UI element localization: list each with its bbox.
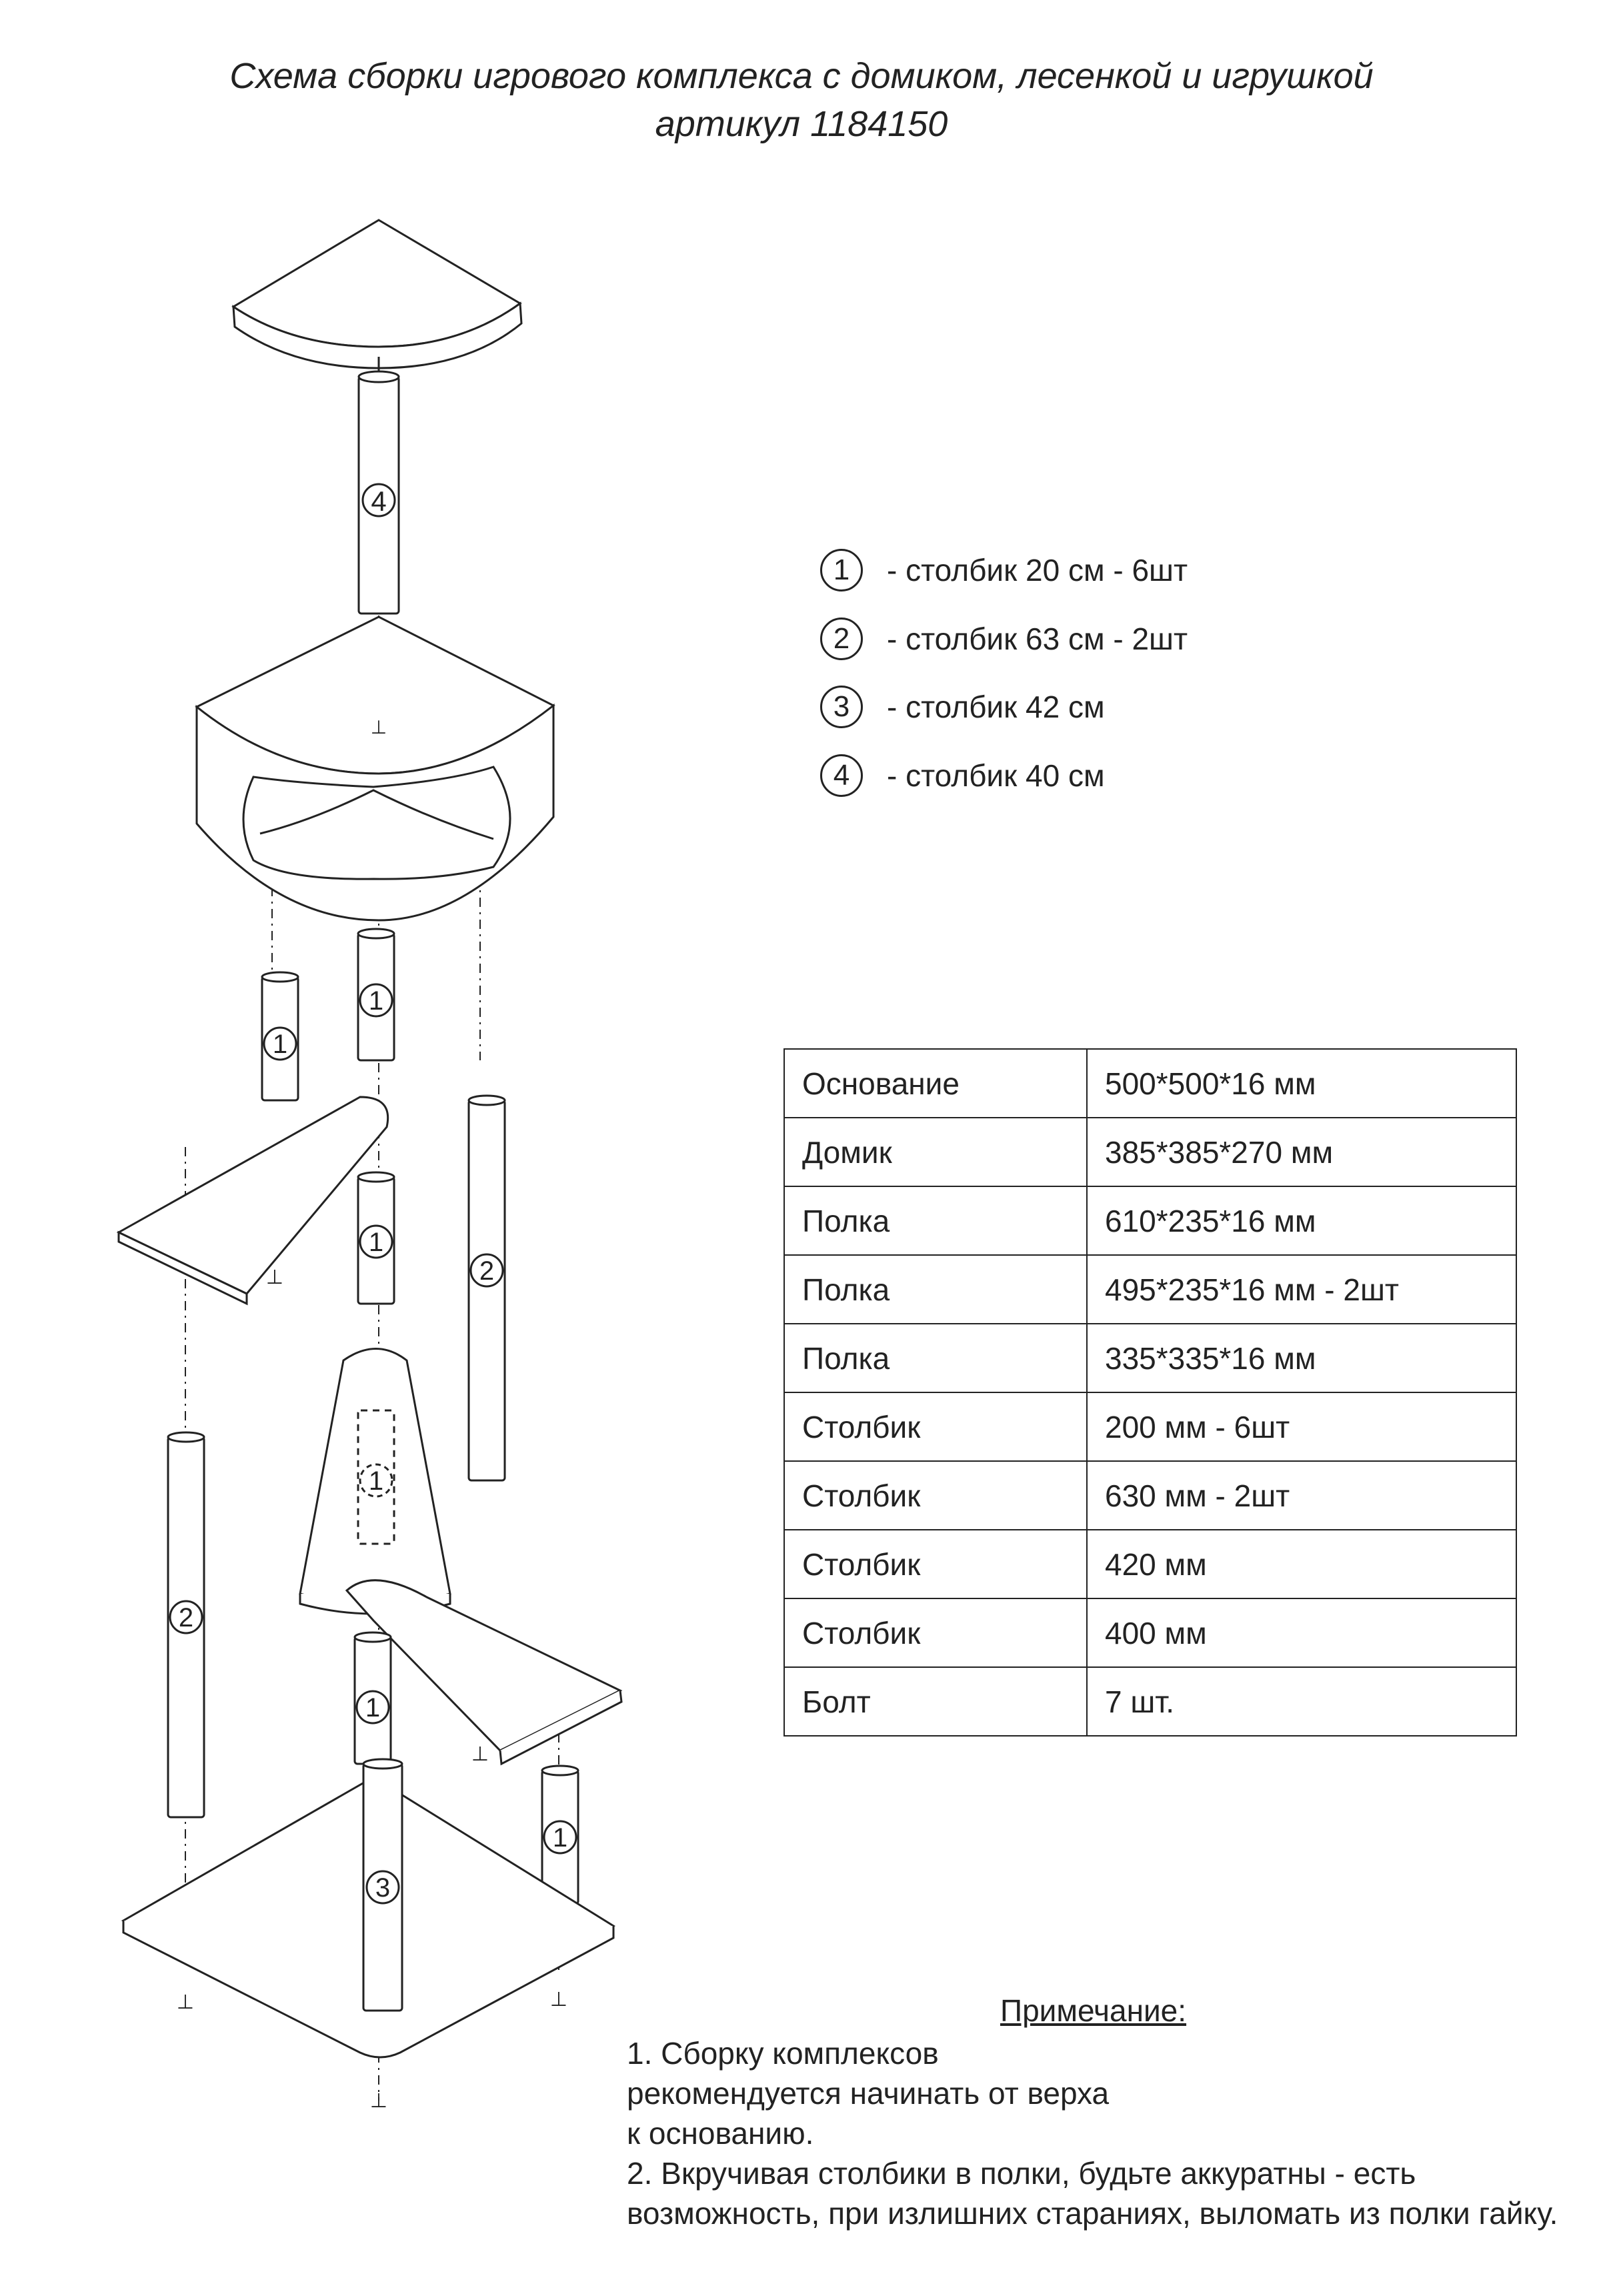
label-1-c: 1 <box>369 1228 383 1257</box>
label-1-dashed: 1 <box>369 1466 383 1496</box>
top-corner-shelf <box>231 219 523 369</box>
part-size: 200 мм - 6шт <box>1086 1392 1517 1462</box>
part-size: 495*235*16 мм - 2шт <box>1086 1254 1517 1324</box>
legend-item-3: 3 - столбик 42 см <box>820 680 1105 734</box>
svg-text:⊥: ⊥ <box>177 1991 194 2013</box>
part-size: 400 мм <box>1086 1598 1517 1668</box>
legend-item-4: 4 - столбик 40 см <box>820 749 1105 802</box>
page-title: Схема сборки игрового комплекса с домико… <box>229 56 1374 96</box>
legend-number: 3 <box>820 686 863 728</box>
note-line: рекомендуется начинать от верха <box>627 2076 1110 2111</box>
part-size: 500*500*16 мм <box>1086 1048 1517 1118</box>
note-line: возможность, при излишних стараниях, выл… <box>627 2196 1558 2231</box>
post-1-dashed <box>357 1409 395 1545</box>
part-name: Домик <box>783 1117 1088 1187</box>
legend-number: 1 <box>820 549 863 592</box>
part-name: Полка <box>783 1254 1088 1324</box>
legend-text: - столбик 42 см <box>887 690 1105 724</box>
label-2-right: 2 <box>479 1256 494 1286</box>
part-name: Болт <box>783 1666 1088 1737</box>
svg-text:⊥: ⊥ <box>550 1989 567 2011</box>
legend-text: - столбик 20 см - 6шт <box>887 553 1188 588</box>
post-2-right <box>467 1094 506 1482</box>
legend-number: 4 <box>820 754 863 797</box>
legend-text: - столбик 40 см <box>887 758 1105 793</box>
label-1-b: 1 <box>369 986 383 1016</box>
part-size: 7 шт. <box>1086 1666 1517 1737</box>
part-name: Столбик <box>783 1460 1088 1530</box>
label-circles <box>169 983 577 1905</box>
article-number: артикул 1184150 <box>655 104 948 144</box>
part-name: Основание <box>783 1048 1088 1118</box>
legend-text: - столбик 63 см - 2шт <box>887 622 1188 656</box>
part-size: 610*235*16 мм <box>1086 1186 1517 1256</box>
part-size: 420 мм <box>1086 1529 1517 1599</box>
shelf-upper-left <box>116 1096 389 1306</box>
label-1-d: 1 <box>365 1693 380 1723</box>
shelf-lower-right <box>345 1579 623 1766</box>
part-name: Полка <box>783 1186 1088 1256</box>
legend-number: 2 <box>820 618 863 660</box>
part-size: 335*335*16 мм <box>1086 1323 1517 1393</box>
label-1-a: 1 <box>273 1030 287 1059</box>
part-name: Столбик <box>783 1392 1088 1462</box>
part-name: Столбик <box>783 1598 1088 1668</box>
part-size: 630 мм - 2шт <box>1086 1460 1517 1530</box>
svg-text:⊥: ⊥ <box>370 2090 387 2112</box>
bolt-symbol: ⊥ <box>371 717 387 738</box>
svg-text:⊥: ⊥ <box>266 1266 283 1288</box>
note-line: 1. Сборку комплексов <box>627 2036 939 2071</box>
note-line: к основанию. <box>627 2116 814 2151</box>
label-3: 3 <box>375 1873 390 1903</box>
part-name: Столбик <box>783 1529 1088 1599</box>
note-title: Примечание: <box>1000 1993 1187 2028</box>
bolts: ⊥ ⊥ ⊥ ⊥ ⊥ <box>177 1266 567 2112</box>
part-name: Полка <box>783 1323 1088 1393</box>
note-line: 2. Вкручивая столбики в полки, будьте ак… <box>627 2156 1416 2191</box>
label-4: 4 <box>371 485 386 517</box>
legend-item-1: 1 - столбик 20 см - 6шт <box>820 543 1188 597</box>
label-circle-4 <box>361 483 396 517</box>
svg-text:⊥: ⊥ <box>471 1743 489 1765</box>
label-1-e: 1 <box>553 1823 567 1853</box>
part-size: 385*385*270 мм <box>1086 1117 1517 1187</box>
label-2-left: 2 <box>179 1603 193 1632</box>
legend-item-2: 2 - столбик 63 см - 2шт <box>820 612 1188 666</box>
house <box>195 616 555 922</box>
